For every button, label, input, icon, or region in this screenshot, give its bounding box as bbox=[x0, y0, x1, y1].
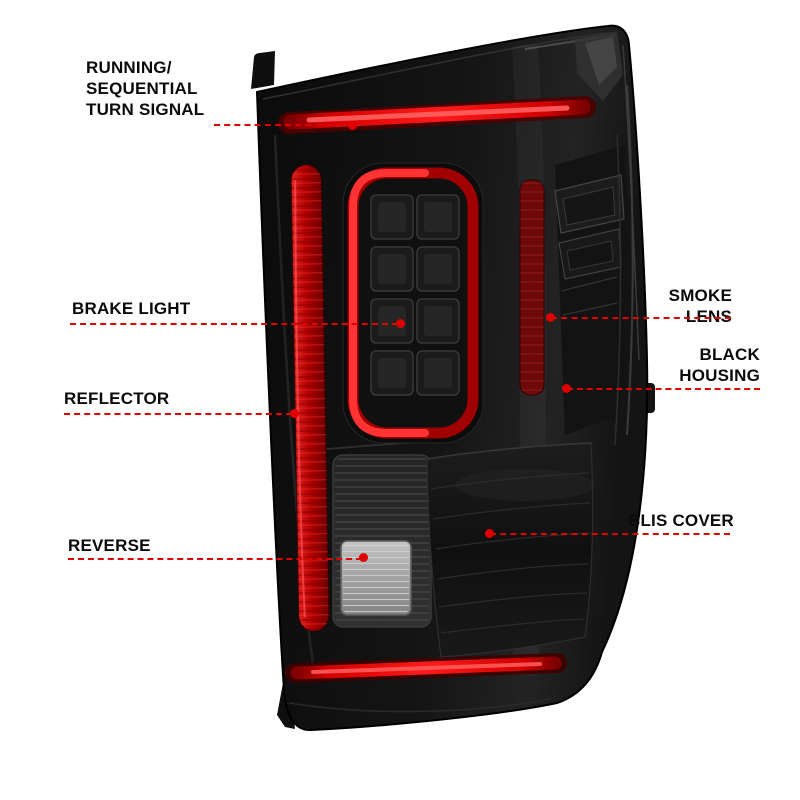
callout-dot bbox=[359, 553, 368, 562]
bottom-light-bar bbox=[285, 653, 567, 683]
side-reflector-strip bbox=[519, 179, 545, 396]
leader-line bbox=[64, 413, 292, 415]
callout-dot bbox=[290, 409, 299, 418]
leader-line bbox=[490, 533, 730, 535]
callout-dot bbox=[396, 319, 405, 328]
callout-label-blis-cover: BLIS COVER bbox=[628, 511, 734, 530]
leader-line bbox=[567, 388, 760, 390]
callout-label-smoke-lens: SMOKE LENS bbox=[668, 286, 732, 326]
callout-label-brake-light: BRAKE LIGHT bbox=[72, 299, 191, 318]
brake-light-grid bbox=[370, 194, 460, 396]
blis-cover-panel bbox=[426, 442, 595, 658]
callout-dot bbox=[546, 313, 555, 322]
callout-dot bbox=[562, 384, 571, 393]
reverse-lens bbox=[332, 454, 432, 628]
callout-label-reflector: REFLECTOR bbox=[64, 389, 170, 408]
reflector-strip bbox=[290, 164, 330, 632]
turn-signal-bar bbox=[278, 96, 596, 134]
callout-dot bbox=[485, 529, 494, 538]
callout-label-reverse: REVERSE bbox=[68, 536, 151, 555]
leader-line bbox=[551, 317, 731, 319]
leader-line bbox=[68, 558, 362, 560]
leader-line bbox=[214, 124, 352, 126]
callout-label-black-housing: BLACK HOUSING bbox=[679, 345, 760, 385]
callout-dot bbox=[348, 121, 357, 130]
leader-line bbox=[70, 323, 398, 325]
smoke-lens-facets bbox=[554, 84, 634, 446]
tail-light-illustration bbox=[251, 24, 655, 732]
brake-light-section bbox=[342, 162, 484, 444]
callout-label-running-sequential-turn-signal: RUNNING/ SEQUENTIAL TURN SIGNAL bbox=[86, 58, 205, 119]
